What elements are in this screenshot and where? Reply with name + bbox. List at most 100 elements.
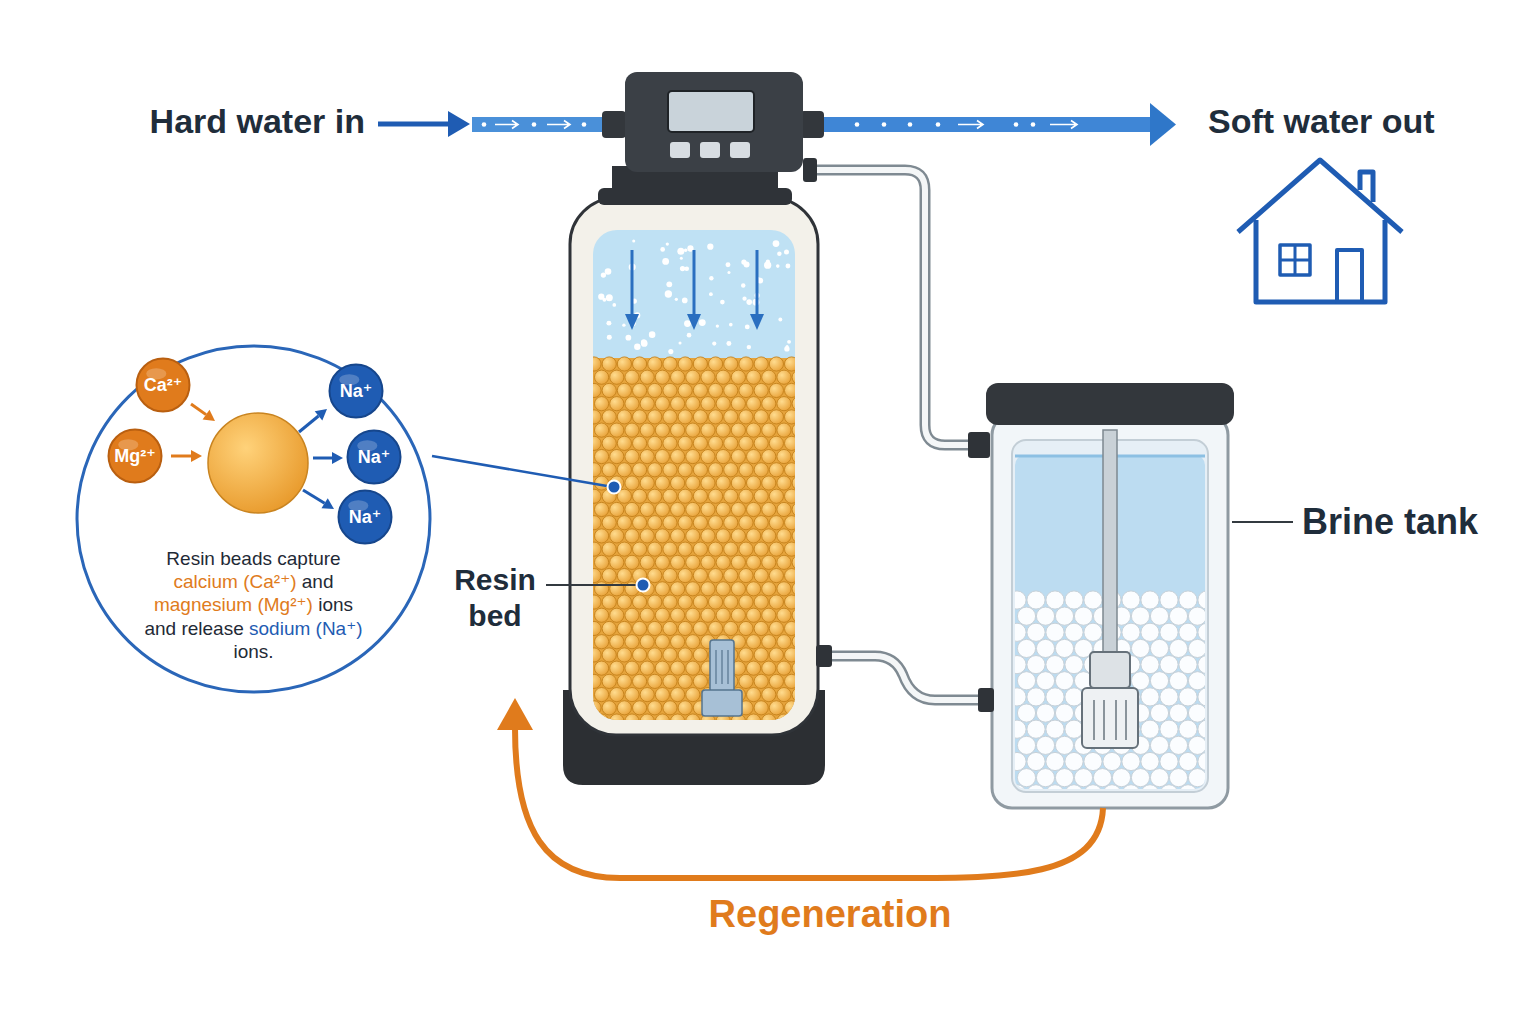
water-bubble (726, 262, 731, 267)
salt-pellet (1150, 639, 1168, 657)
resin-bead (769, 383, 783, 397)
resin-bead (208, 413, 308, 513)
resin-bead (678, 595, 692, 609)
salt-pellet (1179, 656, 1197, 674)
resin-bead (595, 555, 609, 569)
resin-bead (625, 608, 639, 622)
resin-bead (663, 383, 677, 397)
resin-bead (792, 502, 795, 516)
water-bubbles (598, 240, 791, 355)
resin-bead (739, 436, 753, 450)
resin-bead (747, 688, 761, 702)
resin-bead (693, 516, 707, 530)
resin-bead (671, 502, 685, 516)
salt-pellet (1198, 688, 1205, 706)
resin-bead (693, 436, 707, 450)
arrow-head (497, 698, 533, 730)
resin-bead (785, 383, 796, 397)
resin-bead (769, 357, 783, 371)
resin-bead (724, 489, 738, 503)
salt-pellet (1160, 656, 1178, 674)
resin-bead (602, 357, 616, 371)
water-bubble (682, 298, 688, 304)
resin-bead (739, 568, 753, 582)
resin-bead (678, 701, 692, 715)
resin-bead (593, 410, 601, 424)
resin-bead (792, 476, 795, 490)
resin-bead (777, 423, 791, 437)
salt-pellet (1150, 704, 1168, 722)
resin-bead (709, 436, 723, 450)
resin-bead (754, 436, 768, 450)
resin-bead (610, 635, 624, 649)
salt-pellet (1179, 591, 1197, 609)
resin-bead (693, 621, 707, 635)
resin-bead (686, 582, 700, 596)
salt-pellet (1055, 704, 1073, 722)
resin-bead (747, 582, 761, 596)
resin-bead (769, 542, 783, 556)
water-bubble (709, 292, 713, 296)
resin-bead (747, 608, 761, 622)
tank-shell (570, 198, 818, 735)
resin-bead (617, 463, 631, 477)
brine-tube (817, 170, 972, 445)
part-label: Brine tank (1302, 500, 1478, 543)
resin-bead (747, 397, 761, 411)
salt-pellet (1017, 769, 1035, 787)
resin-bead (762, 661, 776, 675)
resin-bead (739, 595, 753, 609)
window-cross (1280, 245, 1310, 275)
water-bubble (598, 294, 604, 300)
resin-bead (785, 489, 796, 503)
resin-bead (640, 449, 654, 463)
resin-bead (762, 688, 776, 702)
resin-bead (671, 582, 685, 596)
salt-pellet (1055, 736, 1073, 754)
resin-bead (701, 397, 715, 411)
resin-bead (762, 529, 776, 543)
resin-bead (747, 529, 761, 543)
resin-bead (610, 370, 624, 384)
resin-bead (686, 502, 700, 516)
resin-bead (648, 595, 662, 609)
resin-bead (625, 449, 639, 463)
resin-bead (602, 648, 616, 662)
arrow-head (625, 314, 639, 330)
resin-bead (754, 516, 768, 530)
fitting (968, 432, 990, 458)
resin-bead (617, 357, 631, 371)
outlet-pipe (820, 117, 1154, 132)
resin-bead (777, 476, 791, 490)
resin-bead (731, 529, 745, 543)
water-bubble (662, 258, 669, 265)
resin-bead (731, 397, 745, 411)
resin-bead (671, 714, 685, 720)
resin-bead (663, 516, 677, 530)
ion-arrow (171, 455, 191, 458)
salt-pellet (1198, 591, 1205, 609)
salt-pellet (1046, 688, 1064, 706)
arrow-head (203, 410, 215, 421)
resin-bead (593, 383, 601, 397)
resin-bead (739, 674, 753, 688)
resin-bead (655, 555, 669, 569)
salt-pellet (1027, 591, 1045, 609)
calcium-ion: Ca²⁺ (135, 357, 191, 413)
salt-pellet (1169, 639, 1187, 657)
salt-pellet (1046, 591, 1064, 609)
resin-bead (633, 648, 647, 662)
flow-arrow (631, 250, 634, 318)
resin-bead (716, 397, 730, 411)
salt-pellet (1027, 623, 1045, 641)
water-bubble (606, 294, 613, 301)
salt-pellet (1169, 704, 1187, 722)
resin-bead (633, 542, 647, 556)
salt-pellet (1055, 607, 1073, 625)
resin-bead (792, 688, 795, 702)
fitting (803, 158, 817, 182)
resin-bead (640, 635, 654, 649)
water-bubble (786, 345, 789, 348)
water-bubble (677, 248, 684, 255)
resin-bead (671, 635, 685, 649)
